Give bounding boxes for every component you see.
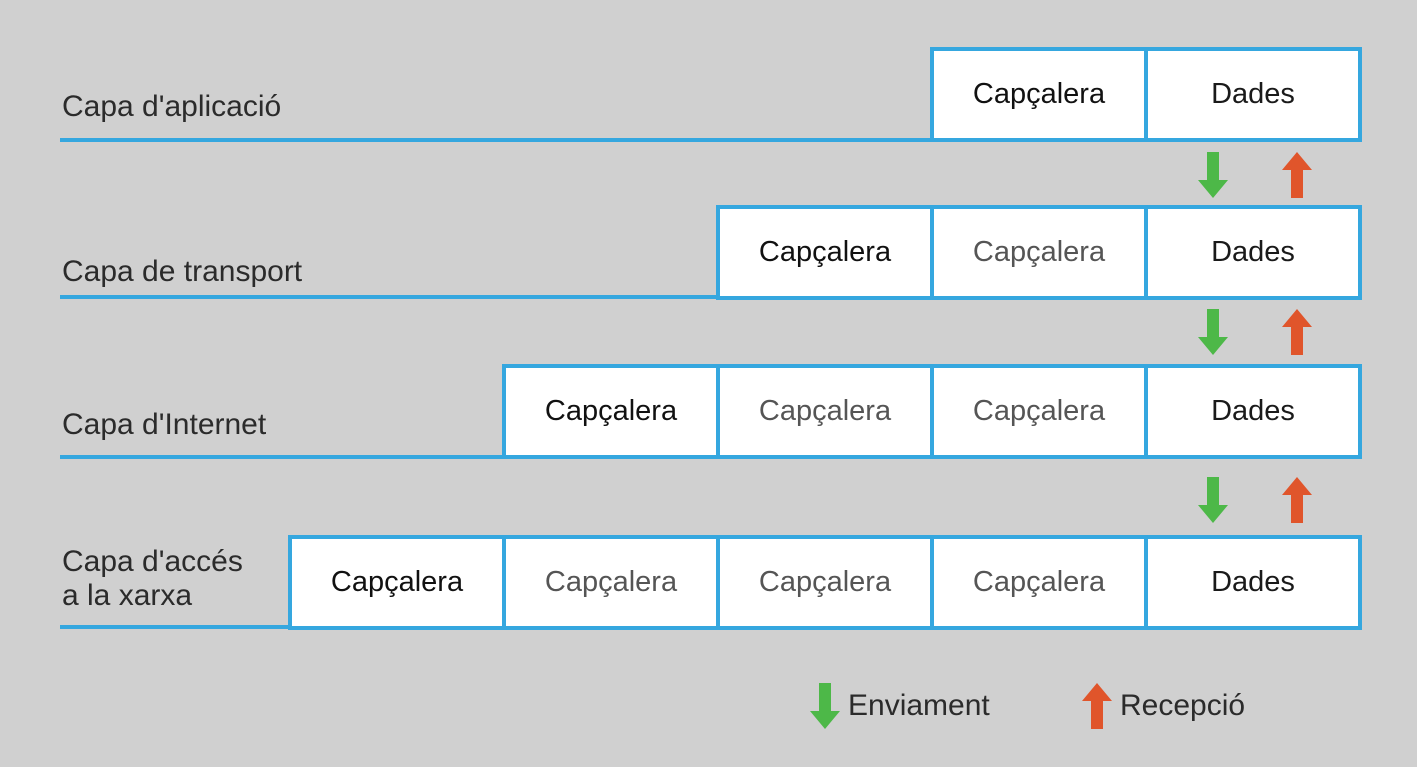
layer-baseline-transport bbox=[60, 295, 720, 299]
header-cell: Capçalera bbox=[502, 535, 720, 630]
legend-send-label: Enviament bbox=[848, 689, 990, 722]
receive-arrow-up-icon bbox=[1282, 309, 1312, 355]
receive-arrow-up-icon bbox=[1282, 477, 1312, 523]
layer-label-application: Capa d'aplicació bbox=[62, 90, 282, 123]
header-cell: Capçalera bbox=[716, 535, 934, 630]
header-cell: Capçalera bbox=[716, 364, 934, 459]
data-cell: Dades bbox=[1144, 535, 1362, 630]
data-cell: Dades bbox=[1144, 364, 1362, 459]
legend-receive-label: Recepció bbox=[1120, 689, 1246, 722]
header-cell: Capçalera bbox=[930, 205, 1148, 300]
layer-baseline-application bbox=[60, 138, 932, 142]
layer-baseline-network-access bbox=[60, 625, 292, 629]
receive-arrow-up-icon bbox=[1282, 152, 1312, 198]
send-arrow-down-icon bbox=[1198, 152, 1228, 198]
send-arrow-down-icon bbox=[1198, 477, 1228, 523]
header-cell-new: Capçalera bbox=[716, 205, 934, 300]
layer-label-internet: Capa d'Internet bbox=[62, 408, 267, 441]
data-cell: Dades bbox=[1144, 205, 1362, 300]
receive-arrow-up-icon bbox=[1082, 683, 1112, 729]
header-cell: Capçalera bbox=[930, 364, 1148, 459]
legend-receive: Recepció bbox=[1082, 683, 1245, 729]
layer-label-transport: Capa de transport bbox=[62, 255, 303, 288]
header-cell: Capçalera bbox=[930, 47, 1148, 142]
layer-label-network-access: Capa d'accés a la xarxa bbox=[62, 545, 243, 612]
header-cell-new: Capçalera bbox=[288, 535, 506, 630]
legend-send: Enviament bbox=[810, 683, 990, 729]
layer-baseline-internet bbox=[60, 455, 506, 459]
send-arrow-down-icon bbox=[1198, 309, 1228, 355]
header-cell-new: Capçalera bbox=[502, 364, 720, 459]
data-cell: Dades bbox=[1144, 47, 1362, 142]
header-cell: Capçalera bbox=[930, 535, 1148, 630]
send-arrow-down-icon bbox=[810, 683, 840, 729]
